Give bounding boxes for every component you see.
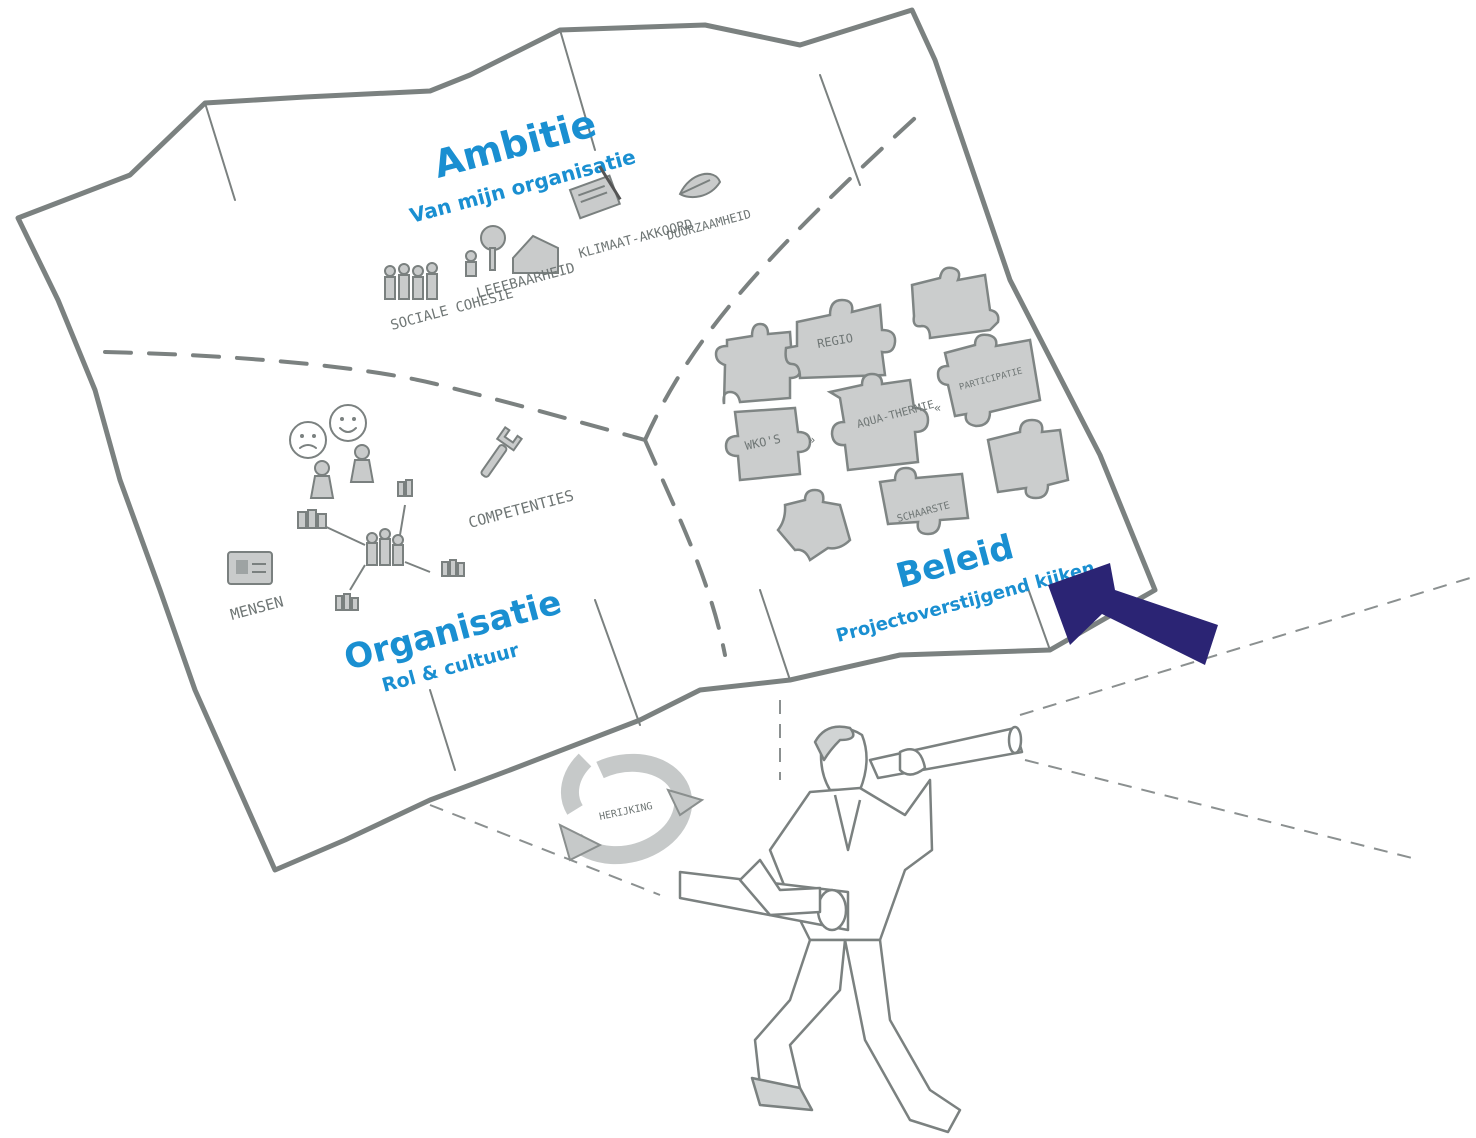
svg-text:»: » [808, 433, 815, 447]
herijking-cycle-icon: HERIJKING [560, 760, 702, 860]
id-card-icon [228, 552, 272, 584]
svg-text:«: « [934, 401, 941, 415]
man-with-telescope [680, 727, 1022, 1132]
herijking-label: HERIJKING [598, 801, 653, 823]
puzzle-piece-wko: WKO'S [726, 408, 810, 480]
